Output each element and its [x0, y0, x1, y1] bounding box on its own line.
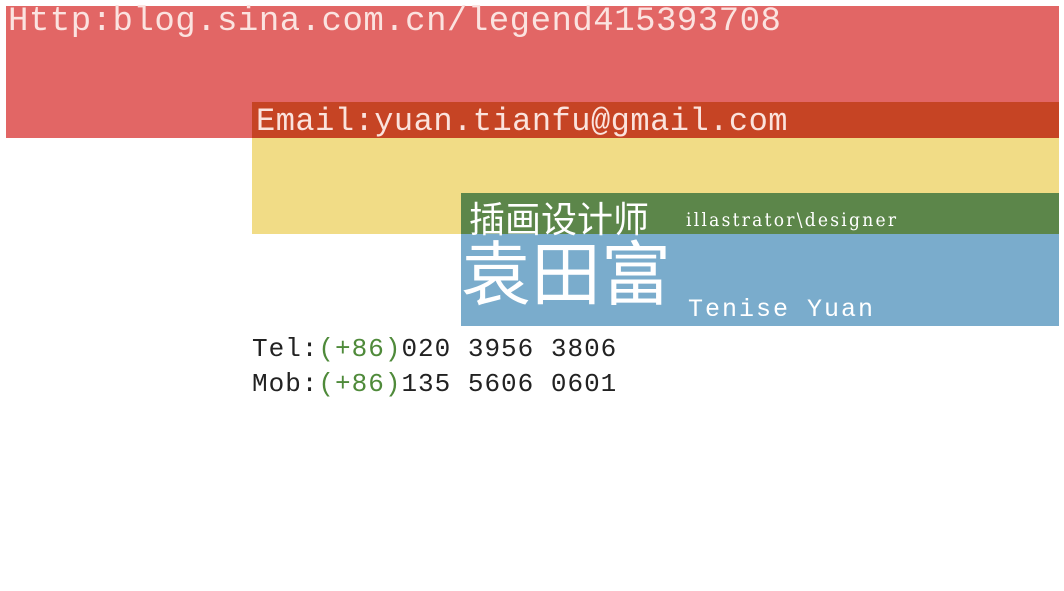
mob-label: Mob: [252, 369, 319, 399]
green-color-block [461, 193, 1059, 234]
mob-country-code: (+86) [318, 369, 402, 399]
tel-line: Tel:(+86)020 3956 3806 [252, 334, 617, 364]
tel-number: 020 3956 3806 [401, 334, 618, 364]
name-english-text: Tenise Yuan [688, 295, 876, 324]
tel-country-code: (+86) [318, 334, 402, 364]
mob-line: Mob:(+86)135 5606 0601 [252, 369, 617, 399]
orange-color-block [252, 102, 1059, 138]
role-english-text: illastrator\designer [686, 209, 899, 231]
email-text: Email:yuan.tianfu@gmail.com [256, 103, 788, 140]
name-chinese-text: 袁田富 [461, 234, 671, 316]
tel-label: Tel: [252, 334, 319, 364]
role-chinese-text: 插画设计师 [469, 200, 650, 241]
blue-color-block [461, 234, 1059, 326]
blog-url-text: Http:blog.sina.com.cn/legend415393708 [8, 3, 782, 41]
mob-number: 135 5606 0601 [401, 369, 618, 399]
